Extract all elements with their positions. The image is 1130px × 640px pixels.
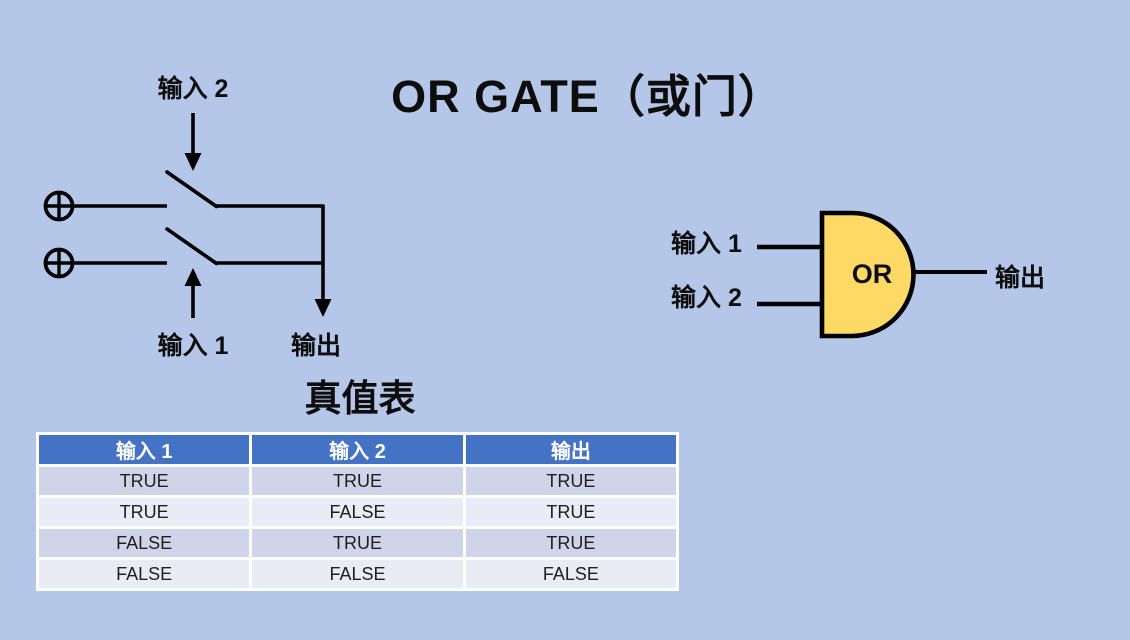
cell: TRUE <box>35 464 253 498</box>
terminal-1-cross-icon <box>45 192 73 220</box>
gate-input2-label: 输入 2 <box>671 284 742 312</box>
cell: TRUE <box>462 495 680 529</box>
cell: FALSE <box>249 557 466 591</box>
input1-arrowhead-icon <box>184 268 202 286</box>
output-arrowhead-icon <box>314 299 332 317</box>
table-row: TRUE FALSE TRUE <box>35 495 680 529</box>
terminal-1-icon <box>43 190 75 222</box>
cell: TRUE <box>35 495 253 529</box>
circuit-input2-label: 输入 2 <box>157 75 229 103</box>
gate-or-label: OR <box>851 259 893 289</box>
cell: TRUE <box>249 526 466 560</box>
switch-1-blade <box>165 170 219 209</box>
cell: FALSE <box>462 557 680 591</box>
header-cell-input1: 输入 1 <box>35 432 253 467</box>
page-title: OR GATE（或门） <box>391 71 784 122</box>
input2-arrowhead-icon <box>184 153 202 171</box>
gate-output-label: 输出 <box>995 264 1046 292</box>
truth-table-title: 真值表 <box>304 378 416 419</box>
switch-2-blade <box>165 227 219 266</box>
switch-circuit-diagram <box>43 113 332 318</box>
cell: FALSE <box>35 526 253 560</box>
cell: FALSE <box>249 495 466 529</box>
table-row: TRUE TRUE TRUE <box>35 464 680 498</box>
terminal-2-cross-icon <box>45 249 73 277</box>
table-row: FALSE FALSE FALSE <box>35 557 680 591</box>
cell: TRUE <box>462 526 680 560</box>
table-row: FALSE TRUE TRUE <box>35 526 680 560</box>
gate-input1-label: 输入 1 <box>671 230 742 258</box>
header-cell-input2: 输入 2 <box>249 432 466 467</box>
truth-table-header-row: 输入 1 输入 2 输出 <box>35 432 680 467</box>
cell: TRUE <box>462 464 680 498</box>
terminal-2-icon <box>43 247 75 279</box>
truth-table: 输入 1 输入 2 输出 TRUE TRUE TRUE TRUE FALSE T… <box>35 432 680 591</box>
cell: TRUE <box>249 464 466 498</box>
circuit-output-label: 输出 <box>290 332 341 360</box>
cell: FALSE <box>35 557 253 591</box>
circuit-input1-label: 输入 1 <box>157 332 229 360</box>
header-cell-output: 输出 <box>462 432 680 467</box>
